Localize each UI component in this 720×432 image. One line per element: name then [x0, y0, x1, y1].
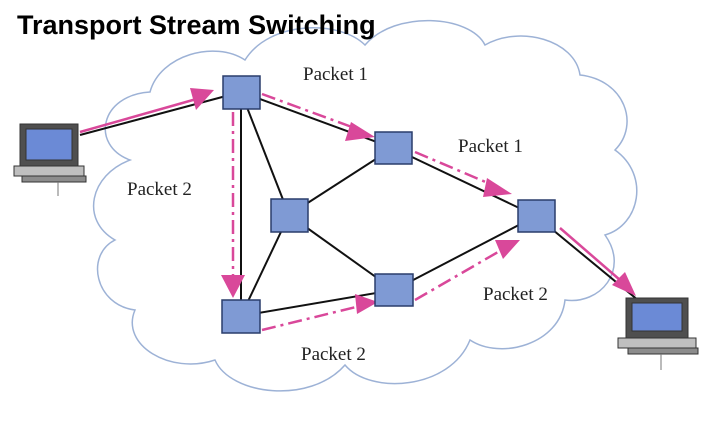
path-out-solid [559, 227, 621, 281]
router-icon [374, 273, 414, 307]
label-packet2-left: Packet 2 [127, 179, 192, 200]
arrow-icon [190, 88, 214, 110]
network-cloud [92, 19, 638, 392]
label-packet1-right: Packet 1 [458, 136, 523, 157]
label-packet1-top: Packet 1 [303, 64, 368, 85]
network-links [79, 91, 651, 317]
path-packet1-a [261, 92, 361, 132]
link-r2-r5 [240, 289, 395, 317]
computer-icon [13, 123, 87, 196]
computer-icon [617, 297, 699, 370]
label-packet2-bottom: Packet 2 [301, 344, 366, 365]
path-packet2-c [414, 246, 506, 302]
router-icon [222, 75, 261, 110]
link-r5-r6 [393, 215, 537, 291]
router-icon [517, 199, 556, 233]
link-r1-r4 [240, 91, 290, 216]
label-packet2-right: Packet 2 [483, 284, 548, 305]
router-icon [270, 198, 309, 233]
path-packet2-b [261, 304, 361, 332]
path-in-solid [79, 96, 201, 134]
arrow-icon [495, 240, 520, 259]
link-r3-r6 [392, 147, 537, 217]
arrow-icon [345, 122, 375, 141]
router-icon [221, 299, 261, 334]
packet-paths [79, 92, 621, 332]
routers [221, 75, 556, 334]
arrowheads [190, 88, 636, 314]
link-pc-left-r1 [79, 91, 242, 136]
router-icon [374, 131, 413, 165]
arrow-icon [612, 272, 636, 296]
page-title: Transport Stream Switching [17, 10, 376, 40]
arrow-icon [355, 294, 378, 314]
arrow-icon [483, 178, 512, 197]
link-r1-r3 [240, 91, 394, 149]
path-packet1-b [414, 150, 496, 188]
arrow-icon [221, 275, 245, 298]
